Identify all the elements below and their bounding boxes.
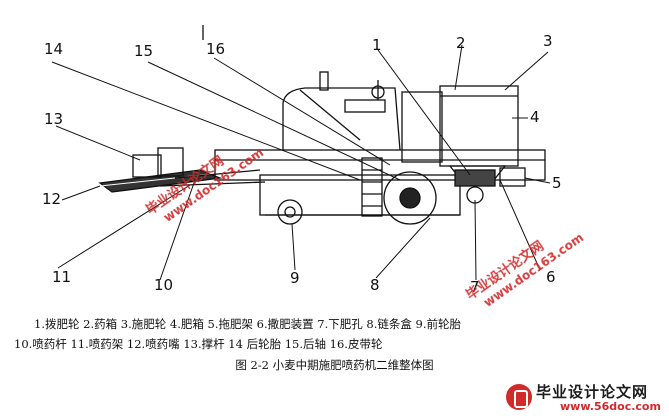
part-label: 1	[372, 36, 382, 54]
part-label: 6	[546, 268, 556, 286]
part-label: 2	[456, 34, 466, 52]
part-label: 13	[44, 110, 63, 128]
legend-line-2: 10.喷药杆 11.喷药架 12.喷药嘴 13.撑杆 14 后轮胎 15.后轴 …	[14, 337, 383, 351]
part-label: 10	[154, 276, 173, 294]
part-label: 7	[470, 278, 480, 296]
part-label: 4	[530, 108, 540, 126]
site-logo: 毕业设计论文网 www.56doc.com	[500, 380, 665, 416]
leader-lines	[51, 44, 551, 281]
part-labels: 14 15 16 1 2 3 4 13 12 11 10 9 8 7 6 5	[42, 32, 562, 296]
part-label: 8	[370, 276, 380, 294]
logo-mark-icon	[506, 384, 532, 410]
part-label: 16	[206, 40, 225, 58]
machine-drawing	[98, 25, 546, 225]
part-label: 5	[552, 174, 562, 192]
legend-line-1: 1.拨肥轮 2.药箱 3.施肥轮 4.肥箱 5.拖肥架 6.撒肥装置 7.下肥孔…	[34, 317, 461, 331]
part-label: 9	[290, 269, 300, 287]
part-label: 11	[52, 268, 71, 286]
part-label: 14	[44, 40, 63, 58]
logo-url: www.56doc.com	[560, 400, 661, 413]
part-label: 3	[543, 32, 553, 50]
part-label: 15	[134, 42, 153, 60]
part-label: 12	[42, 190, 61, 208]
logo-text: 毕业设计论文网	[536, 383, 649, 401]
figure-caption: 图 2-2 小麦中期施肥喷药机二维整体图	[235, 358, 434, 372]
